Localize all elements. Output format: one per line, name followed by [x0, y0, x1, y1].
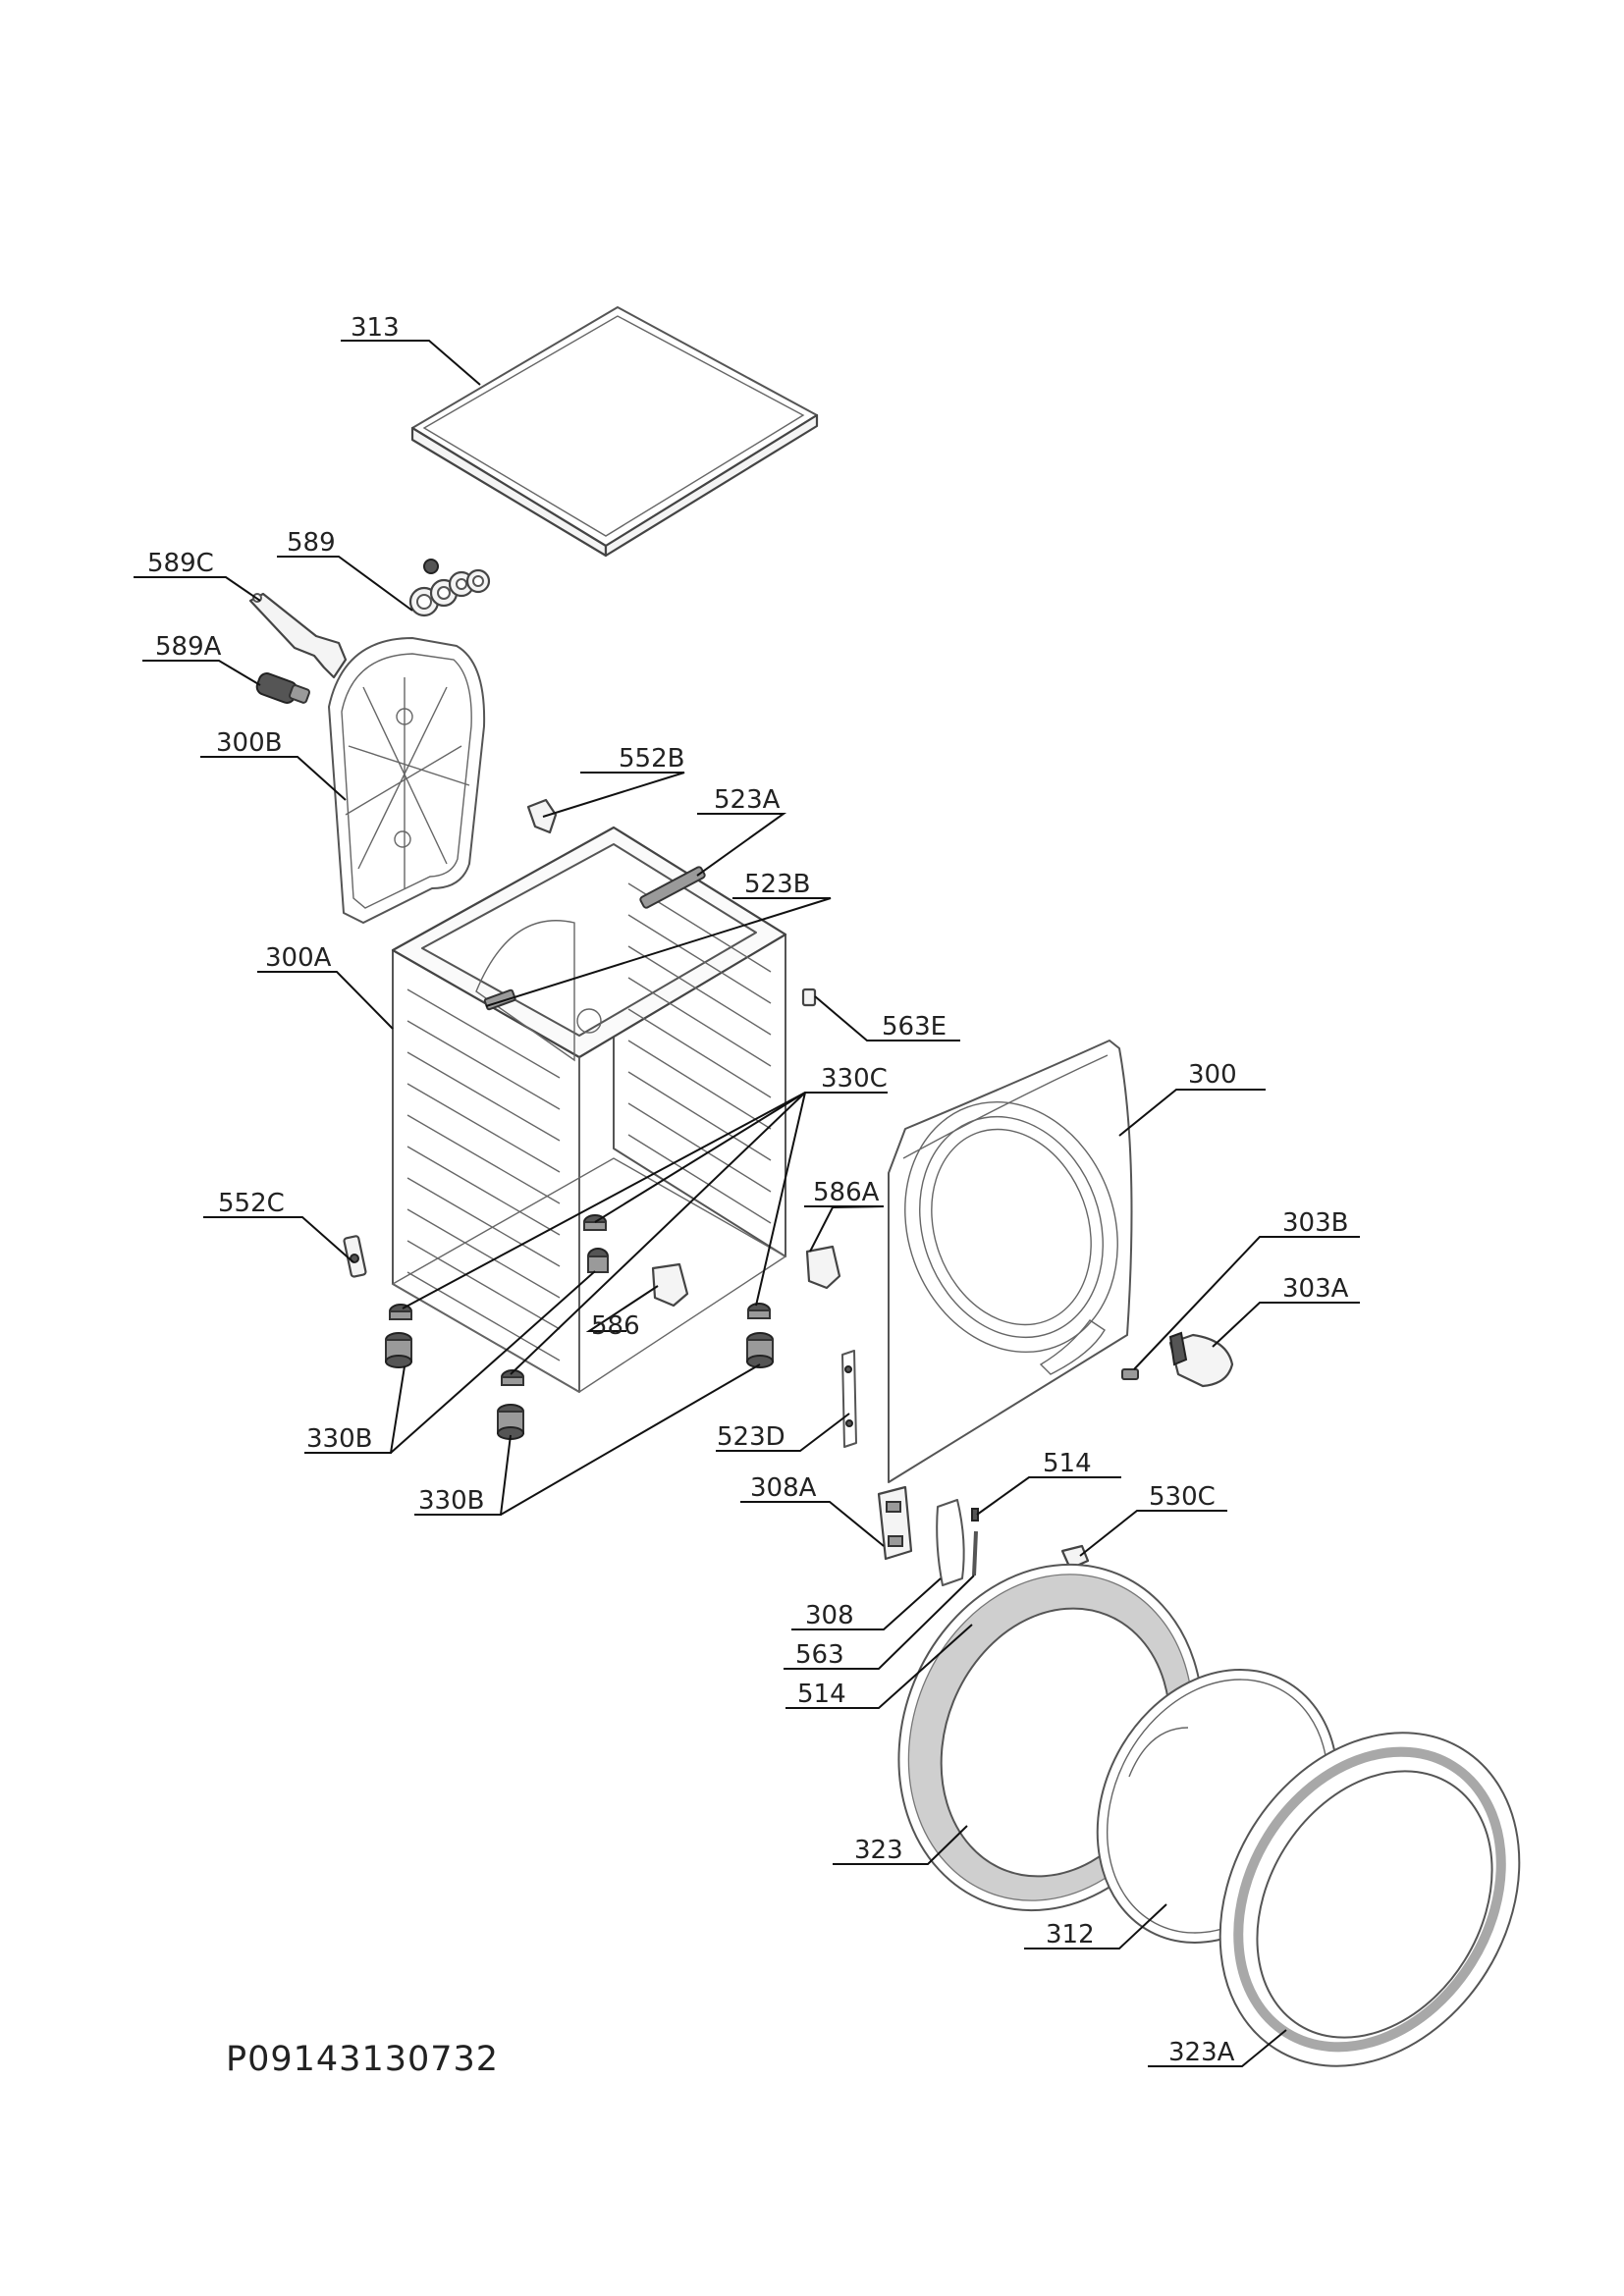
part-labels: 313 589 589C 589A 300B 552B 523A 523B 30…: [147, 313, 1349, 2067]
document-code: P09143130732: [226, 2040, 500, 2079]
part-586A-holder: [805, 1245, 841, 1290]
part-523D-strip: [841, 1350, 857, 1448]
label-563: 563: [795, 1640, 844, 1670]
part-586-holder: [651, 1262, 689, 1308]
label-586: 586: [591, 1311, 640, 1341]
label-530C: 530C: [1149, 1482, 1216, 1512]
label-300: 300: [1188, 1060, 1237, 1090]
foot-330C-left: [389, 1304, 412, 1320]
label-514-top: 514: [1043, 1449, 1092, 1478]
label-589A: 589A: [155, 632, 222, 662]
part-530C-clip: [1060, 1544, 1090, 1571]
label-330B-2: 330B: [418, 1486, 484, 1516]
label-308: 308: [805, 1601, 854, 1630]
part-313-top-cover: [410, 306, 819, 558]
part-300A-cabinet: [391, 826, 787, 1393]
leader-lines: [134, 340, 1360, 2067]
label-514-bottom: 514: [797, 1680, 846, 1709]
part-589C-bracket: [248, 592, 348, 679]
part-303B-pin: [1121, 1368, 1139, 1380]
label-523D: 523D: [717, 1422, 785, 1452]
part-552B-clip: [526, 798, 558, 834]
label-523B: 523B: [744, 870, 810, 899]
label-586A: 586A: [813, 1178, 880, 1207]
foot-330B-left: [385, 1332, 412, 1368]
label-589C: 589C: [147, 549, 214, 578]
foot-330C-front: [501, 1369, 524, 1386]
part-563E-clip: [801, 988, 817, 1007]
label-552C: 552C: [218, 1189, 285, 1218]
label-323A: 323A: [1168, 2038, 1235, 2067]
label-300B: 300B: [216, 728, 282, 758]
label-563E: 563E: [882, 1012, 947, 1041]
part-308-handle: [936, 1499, 965, 1586]
part-323A-outer-door-frame: [1218, 1732, 1521, 2067]
label-303A: 303A: [1282, 1274, 1349, 1304]
label-303B: 303B: [1282, 1208, 1348, 1238]
foot-330B-center: [497, 1404, 524, 1440]
label-312: 312: [1046, 1920, 1095, 1949]
part-303A-hinge: [1168, 1331, 1234, 1388]
label-330C: 330C: [821, 1064, 888, 1094]
label-523A: 523A: [714, 785, 781, 815]
part-300B-rear-panel: [328, 637, 486, 924]
label-313: 313: [351, 313, 400, 343]
foot-330C-rear: [587, 1248, 609, 1273]
label-300A: 300A: [265, 943, 332, 973]
foot-330C-right: [747, 1303, 771, 1319]
label-308A: 308A: [750, 1473, 817, 1503]
part-308A-lock: [877, 1485, 913, 1561]
label-323: 323: [854, 1836, 903, 1865]
label-330B-1: 330B: [306, 1424, 372, 1454]
foot-330B-right: [746, 1332, 774, 1368]
part-300-front-panel: [888, 1040, 1133, 1483]
part-589A-connector: [255, 672, 311, 704]
part-330-feet: [385, 1214, 774, 1440]
label-552B: 552B: [619, 744, 684, 774]
label-589: 589: [287, 528, 336, 558]
part-589-nut-set: [408, 559, 491, 617]
part-563-rod: [972, 1530, 978, 1576]
